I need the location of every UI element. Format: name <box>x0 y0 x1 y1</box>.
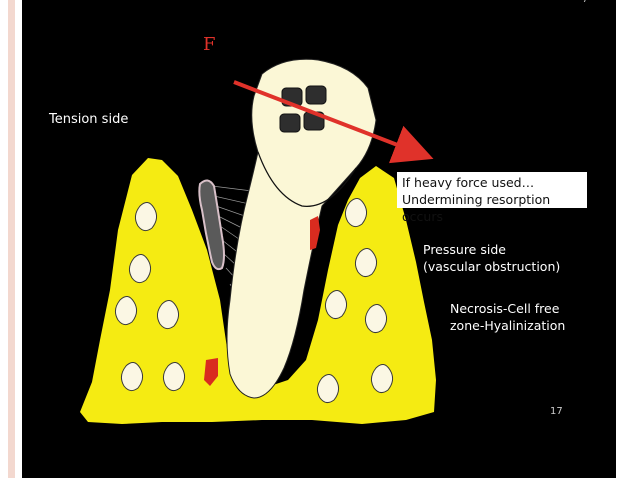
force-label: F <box>203 34 216 55</box>
marrow-space <box>134 202 158 232</box>
heavy-force-callout: If heavy force used… Undermining resorpt… <box>397 172 587 224</box>
necrosis-label-line-2: zone-Hyalinization <box>450 318 566 333</box>
marrow-space <box>114 296 138 326</box>
force-arrow <box>233 80 434 164</box>
pressure-label-line-1: Pressure side <box>423 242 506 257</box>
marrow-space <box>162 362 186 392</box>
diagram-svg <box>80 58 436 424</box>
marrow-space <box>344 198 368 228</box>
slide-number: 17 <box>550 406 563 417</box>
page-left-rule <box>8 0 15 478</box>
alveolar-bone <box>80 158 436 424</box>
tension-side-pdl <box>198 179 225 271</box>
callout-line-2: Undermining resorption occurs <box>402 192 551 224</box>
cej-line <box>257 151 357 207</box>
marrow-space <box>128 254 152 284</box>
marrow-space <box>120 362 144 392</box>
necrosis-label-line-1: Necrosis-Cell free <box>450 301 560 316</box>
corner-page-number: 7 <box>582 0 588 5</box>
pressure-side-label: Pressure side (vascular obstruction) <box>423 241 560 275</box>
bracket-wing <box>279 113 301 133</box>
marrow-space <box>156 300 180 330</box>
marrow-spaces <box>114 198 394 404</box>
hyalinization-zone <box>310 216 320 250</box>
necrosis-label: Necrosis-Cell free zone-Hyalinization <box>450 300 565 334</box>
marrow-space <box>316 374 340 404</box>
marrow-space <box>324 290 348 320</box>
tension-side-label: Tension side <box>49 112 129 127</box>
callout-line-1: If heavy force used… <box>402 175 535 190</box>
slide-canvas: F Tension side If heavy force used… Unde… <box>22 0 616 478</box>
marrow-space <box>370 364 394 394</box>
marrow-space <box>354 248 378 278</box>
bracket-wing <box>305 85 327 105</box>
orthodontic-bracket <box>279 85 327 133</box>
tooth <box>226 58 377 399</box>
pressure-label-line-2: (vascular obstruction) <box>423 259 561 274</box>
hyalinization-zone <box>204 358 218 386</box>
marrow-space <box>364 304 388 334</box>
